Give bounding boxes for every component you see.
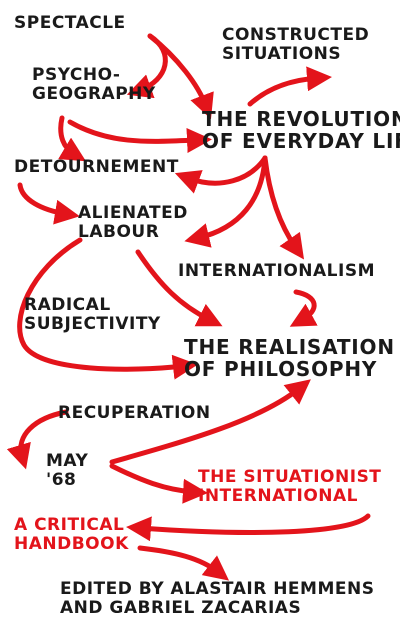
concept-psychogeography: PSYCHO- GEOGRAPHY (32, 65, 156, 104)
concept-recuperation: RECUPERATION (58, 403, 211, 423)
arrow-situationist-to-handbook (126, 513, 371, 542)
arrow-revolution-to-detournement (174, 155, 268, 194)
arrow-revolution-to-alienated-labour (184, 155, 268, 248)
arrow-handbook-to-editors (137, 545, 230, 581)
arrow-internationalism-to-realisation (289, 289, 318, 327)
arrow-alienated-labour-to-realisation-loop (17, 237, 198, 380)
arrow-recuperation-to-may68 (6, 409, 69, 470)
arrow-spectacle-to-revolution (147, 33, 214, 120)
arrow-may68-to-realisation (109, 379, 311, 465)
arrow-revolution-to-internationalism (262, 155, 305, 260)
book-title: THE SITUATIONIST INTERNATIONAL (198, 467, 382, 506)
arrow-psychogeography-to-revolution (67, 119, 212, 153)
arrow-alienated-labour-to-realisation (135, 249, 223, 327)
concept-spectacle: SPECTACLE (14, 13, 126, 33)
concept-realisation-philosophy: THE REALISATION OF PHILOSOPHY (184, 335, 395, 381)
arrow-psychogeography-to-detournement (58, 115, 87, 162)
concept-radical-subjectivity: RADICAL SUBJECTIVITY (24, 295, 161, 334)
book-editors: EDITED BY ALASTAIR HEMMENS AND GABRIEL Z… (60, 579, 375, 618)
concept-constructed-situations: CONSTRUCTED SITUATIONS (222, 25, 370, 64)
concept-alienated-labour: ALIENATED LABOUR (78, 203, 188, 242)
arrow-detournement-to-alienated-labour (17, 182, 80, 225)
arrow-may68-to-situationist-international (109, 463, 208, 504)
book-subtitle: A CRITICAL HANDBOOK (14, 515, 129, 554)
concept-may-68: MAY '68 (46, 451, 89, 490)
arrow-revolution-to-constructed-situations (247, 66, 332, 107)
concept-revolution-everyday-life: THE REVOLUTION OF EVERYDAY LIFE (202, 107, 400, 153)
concept-internationalism: INTERNATIONALISM (178, 261, 375, 281)
concept-detournement: DETOURNEMENT (14, 157, 179, 177)
